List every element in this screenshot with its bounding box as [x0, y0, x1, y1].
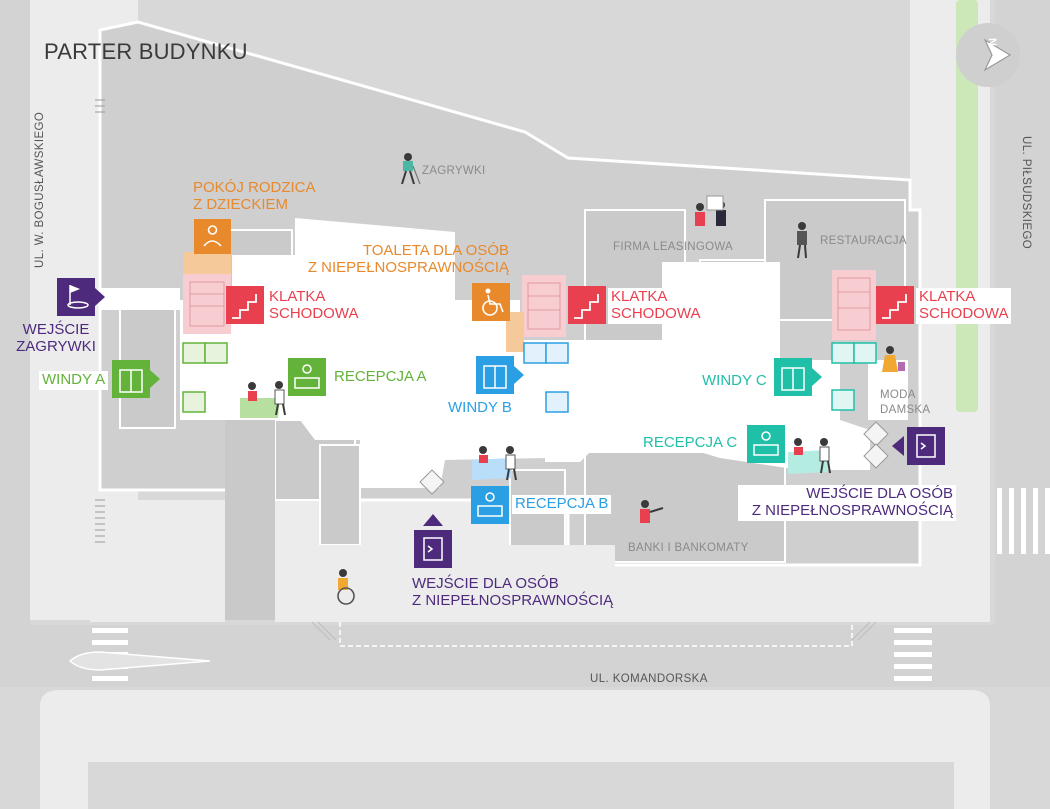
- crosswalk-right: [997, 488, 1050, 554]
- label-recepcja-b: RECEPCJA B: [512, 495, 612, 514]
- label-wejscie-niepelno-front: WEJŚCIE DLA OSÓB Z NIEPEŁNOSPRAWNOŚCIĄ: [412, 575, 614, 610]
- parent-room-icon: [194, 219, 231, 254]
- receptionist-figures-a: [248, 381, 286, 416]
- klatka-c-line-1: KLATKA: [919, 288, 976, 305]
- person-figures: [248, 153, 905, 605]
- label-recepcja-c: RECEPCJA C: [640, 434, 741, 453]
- moda-line-2: DAMSKA: [880, 403, 931, 416]
- business-figures: [695, 195, 726, 226]
- parking-area: [88, 762, 954, 809]
- golfer-figure: [401, 153, 421, 185]
- area-label-restauracja: RESTAURACJA: [820, 235, 907, 247]
- pokoj-line-1: POKÓJ RODZICA: [193, 179, 316, 196]
- wejscie-east-line-2: Z NIEPEŁNOSPRAWNOŚCIĄ: [751, 501, 953, 519]
- klatka-a-line-2: SCHODOWA: [269, 304, 359, 322]
- wejscie-east-line-1: WEJŚCIE DLA OSÓB: [806, 485, 953, 502]
- road-west: [0, 0, 30, 625]
- entrance-zagrywki-icon: [57, 278, 105, 316]
- street-label-south: UL. KOMANDORSKA: [590, 673, 708, 685]
- toaleta-line-2: Z NIEPEŁNOSPRAWNOŚCIĄ: [307, 258, 509, 276]
- street-label-east: UL. PIŁSUDSKIEGO: [1020, 136, 1032, 250]
- elevator-icon-c: [774, 358, 822, 396]
- elevator-icon-a: [112, 360, 160, 398]
- klatka-b-line-1: KLATKA: [611, 288, 668, 305]
- street-label-west: UL. W. BOGUSŁAWSKIEGO: [34, 111, 46, 268]
- reception-icon-c: [747, 425, 785, 463]
- accessible-entrance-icon-front: [414, 514, 452, 568]
- elevator-icon-b: [476, 356, 524, 394]
- accessible-entrance-icon-east: [892, 427, 945, 465]
- receptionist-figures-b: [479, 446, 517, 481]
- vent-grilles: [95, 99, 105, 543]
- staircase-icon-a: [226, 286, 264, 324]
- area-label-moda-damska: MODA DAMSKA: [880, 388, 930, 418]
- page-title: PARTER BUDYNKU: [44, 39, 248, 64]
- klatka-a-line-1: KLATKA: [269, 288, 326, 305]
- klatka-b-line-2: SCHODOWA: [611, 304, 701, 322]
- drop-off-lane: [339, 622, 853, 647]
- label-wejscie-niepelno-east: WEJŚCIE DLA OSÓB Z NIEPEŁNOSPRAWNOŚCIĄ: [738, 485, 956, 521]
- elevator-cells: [182, 342, 877, 413]
- pokoj-line-2: Z DZIECKIEM: [193, 195, 289, 213]
- label-windy-b: WINDY B: [445, 399, 515, 418]
- bank-figure: [640, 500, 664, 523]
- wheelchair-figure: [337, 569, 355, 605]
- label-klatka-c: KLATKA SCHODOWA: [916, 288, 1012, 324]
- entrance-doors: [419, 421, 889, 495]
- staircase-icon-b: [568, 286, 606, 324]
- toaleta-line-1: TOALETA DLA OSÓB: [362, 242, 509, 259]
- label-windy-c: WINDY C: [699, 372, 770, 391]
- label-wejscie-zagrywki: WEJŚCIE ZAGRYWKI: [12, 321, 100, 356]
- road-south: [0, 625, 1050, 687]
- staircase-icon-c: [876, 286, 914, 324]
- label-klatka-a: KLATKA SCHODOWA: [266, 288, 362, 324]
- label-pokoj-rodzica: POKÓJ RODZICA Z DZIECKIEM: [193, 179, 316, 214]
- moda-line-1: MODA: [880, 389, 916, 401]
- klatka-c-line-2: SCHODOWA: [919, 304, 1009, 322]
- label-windy-a: WINDY A: [39, 371, 109, 390]
- reception-icon-a: [288, 358, 326, 396]
- compass-rose: [956, 23, 1020, 87]
- area-label-zagrywki: ZAGRYWKI: [422, 165, 486, 177]
- compass-north-letter: N: [986, 38, 998, 46]
- hatch-marks: [311, 621, 877, 641]
- wejscie-zagrywki-line-1: WEJŚCIE: [22, 321, 90, 338]
- accessible-toilet-icon: [472, 283, 510, 321]
- wejscie-zagrywki-line-2: ZAGRYWKI: [16, 337, 96, 355]
- waiter-figure: [797, 222, 807, 259]
- wejscie-front-line-1: WEJŚCIE DLA OSÓB: [412, 575, 559, 592]
- label-klatka-b: KLATKA SCHODOWA: [608, 288, 704, 324]
- area-label-firma-leasingowa: FIRMA LEASINGOWA: [613, 241, 734, 253]
- stair-lines: [189, 277, 871, 331]
- crosswalk-east: [894, 628, 932, 681]
- receptionist-figures-c: [794, 438, 831, 474]
- stair-cores: [183, 252, 876, 352]
- traffic-island: [68, 651, 211, 671]
- wejscie-front-line-2: Z NIEPEŁNOSPRAWNOŚCIĄ: [412, 591, 614, 609]
- area-label-banki: BANKI I BANKOMATY: [628, 542, 749, 554]
- shopper-figure: [882, 346, 905, 372]
- reception-icon-b: [471, 486, 509, 524]
- reception-desks: [240, 398, 828, 480]
- label-toaleta: TOALETA DLA OSÓB Z NIEPEŁNOSPRAWNOŚCIĄ: [300, 242, 509, 277]
- label-recepcja-a: RECEPCJA A: [331, 368, 430, 387]
- driveway: [225, 420, 275, 620]
